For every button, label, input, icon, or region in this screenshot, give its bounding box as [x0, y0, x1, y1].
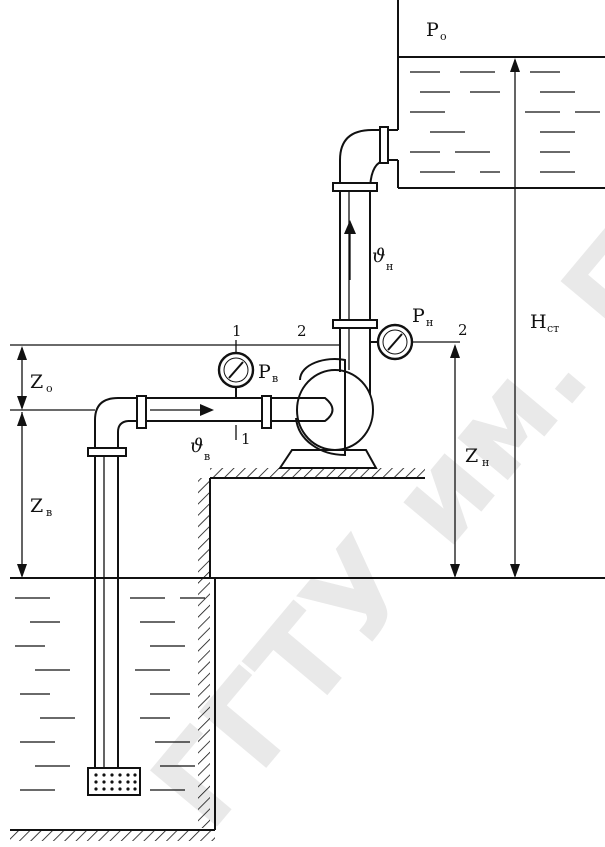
label-zv-sub: в	[46, 506, 52, 519]
label-v-n-main: ϑ	[372, 245, 386, 267]
label-p-v: P в	[258, 361, 278, 385]
upper-reservoir	[397, 0, 605, 189]
label-section-1-top: 1	[232, 322, 242, 340]
label-section-1-bottom: 1	[241, 430, 251, 448]
upper-water-dashes	[410, 71, 600, 173]
label-hst: H ст	[530, 311, 559, 335]
label-v-n-sub: н	[386, 260, 393, 273]
label-zv: Z в	[30, 495, 52, 519]
label-zn-sub: н	[482, 456, 489, 469]
centrifugal-pump	[278, 358, 378, 469]
label-p0-main: P	[426, 19, 439, 41]
discharge-pressure-gauge	[370, 323, 414, 361]
label-p0-sub: o	[440, 30, 447, 43]
label-hst-main: H	[530, 311, 547, 333]
label-hst-sub: ст	[547, 322, 559, 335]
label-z0-main: Z	[30, 371, 43, 393]
dimension-lines	[10, 58, 520, 578]
label-p-v-sub: в	[272, 372, 278, 385]
suction-pipe	[87, 395, 320, 768]
label-zv-main: Z	[30, 495, 43, 517]
suction-pressure-gauge	[217, 351, 255, 398]
label-p-v-main: P	[258, 361, 271, 383]
discharge-pipe	[332, 126, 398, 395]
pump-foundation	[198, 468, 425, 830]
label-zn: Z н	[465, 445, 489, 469]
label-p-n-sub: н	[426, 316, 433, 329]
section-2-2	[10, 341, 460, 346]
label-p0: P o	[426, 19, 447, 43]
label-v-v: ϑ в	[190, 435, 210, 463]
label-v-v-sub: в	[204, 450, 210, 463]
label-p-n: P н	[412, 305, 433, 329]
label-p-n-main: P	[412, 305, 425, 327]
label-v-n: ϑ н	[372, 245, 393, 273]
intake-strainer	[87, 767, 141, 796]
lower-reservoir	[10, 577, 605, 841]
watermark-text: ГГТУ им. П.О. Сухого	[126, 0, 605, 847]
watermark: ГГТУ им. П.О. Сухого	[126, 0, 605, 847]
label-zn-main: Z	[465, 445, 478, 467]
label-v-v-main: ϑ	[190, 435, 204, 457]
label-z0-sub: o	[46, 382, 53, 395]
label-section-2-right: 2	[458, 321, 468, 339]
bottom-hatch	[10, 831, 215, 841]
label-z0: Z o	[30, 371, 53, 395]
label-section-2-left: 2	[297, 322, 307, 340]
lower-water-dashes	[15, 597, 205, 791]
